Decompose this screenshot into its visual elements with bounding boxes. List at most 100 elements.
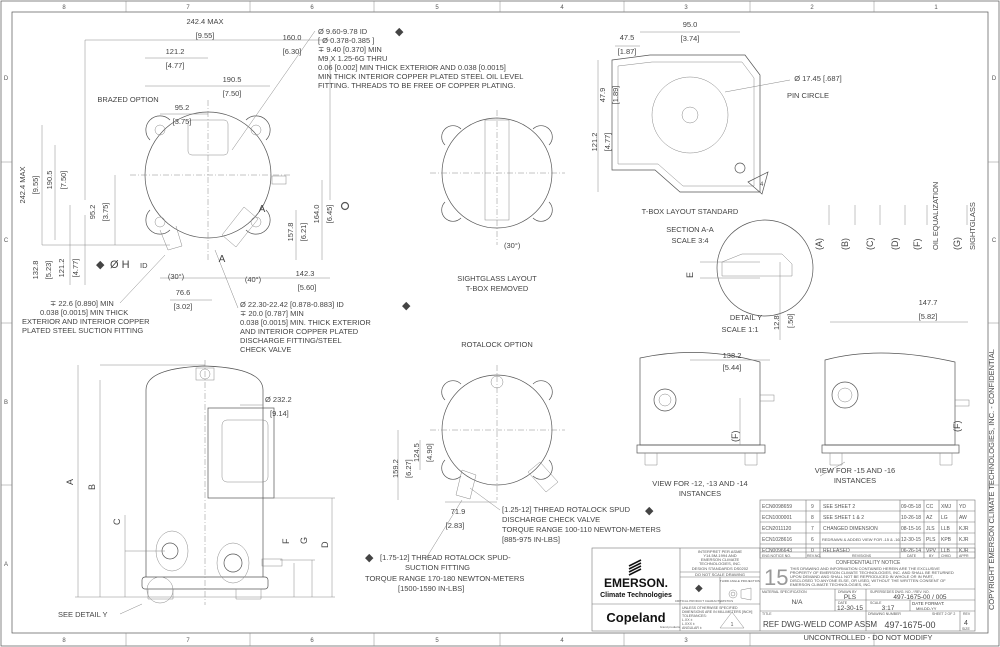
emerson-logo: EMERSON. Climate Technologies — [600, 559, 672, 599]
title-block: EMERSON. Climate Technologies Copeland b… — [591, 547, 976, 642]
dim-letter-f: (F) — [912, 239, 922, 251]
note-line: CHECK VALVE — [240, 345, 291, 354]
dimension: 121.2 — [57, 259, 66, 278]
confidentiality-line: DISCLOSED TO ANYONE ELSE, OR USED, WITHO… — [790, 578, 946, 583]
dim-letter-a: A — [65, 479, 75, 485]
date-format-label: DATE FORMAT: — [912, 601, 944, 606]
revision-date: 09-05-18 — [901, 504, 921, 510]
dimension: 142.3 — [296, 269, 315, 278]
dimension-inch: [3.75] — [101, 203, 110, 222]
view-label: INSTANCES — [679, 489, 721, 498]
zone-label: B — [4, 400, 8, 406]
dimension-inch: [4.77] — [603, 133, 612, 152]
dimension: 95.0 — [683, 20, 698, 29]
sightglass-label: SIGHTGLASS — [968, 202, 977, 250]
tbox-section-view: 95.0 [3.74] 47.5 [1.87] 47.9 [1.89] 121.… — [590, 20, 842, 245]
dim-letter-a: (A) — [814, 238, 824, 250]
dimension-inch: [6.27] — [404, 459, 413, 478]
zone-label: 4 — [560, 5, 564, 11]
dimension: 95.2 — [88, 205, 97, 220]
critical-diamond-icon: ◆ — [645, 505, 654, 517]
dim-letter-c: C — [112, 518, 122, 525]
dimension-inch: [7.50] — [59, 171, 68, 190]
rev-number: 6 — [811, 537, 814, 543]
view-title: T-BOX LAYOUT STANDARD — [642, 207, 739, 216]
revision-appr: KJR — [959, 537, 969, 543]
critical-circle-icon — [340, 201, 350, 211]
detail-dim-letter: E — [685, 272, 695, 278]
dimension: 47.5 — [620, 33, 635, 42]
ecn-number: ECN2011120 — [762, 526, 791, 532]
dimension-inch: [4.90] — [425, 443, 434, 462]
zone-label: 6 — [310, 638, 314, 644]
zone-label: C — [992, 238, 997, 244]
diameter-dim-inch: [9.14] — [270, 409, 289, 418]
emerson-subbrand: Climate Technologies — [600, 592, 672, 599]
confidentiality-line: EMERSON CLIMATE TECHNOLOGIES, INC. — [790, 582, 871, 587]
view-label: VIEW FOR -12, -13 AND -14 — [652, 479, 747, 488]
dim-letter-f: (F) — [730, 431, 740, 443]
revision-appr: KJR — [959, 526, 969, 532]
column-header: DATE — [907, 554, 917, 558]
revision-date: 10-26-18 — [901, 515, 921, 521]
zone-label: 6 — [310, 5, 314, 11]
column-header: BY — [929, 554, 934, 558]
rev-number: 0 — [811, 548, 814, 554]
no-scale-note: DO NOT SCALE DRAWING — [695, 572, 745, 577]
revision-date: 12-30-15 — [901, 537, 921, 543]
callout-triangle-icon — [747, 171, 769, 195]
zone-label: 5 — [435, 5, 439, 11]
column-header: REV.NO. — [807, 554, 821, 558]
note-line: Ø 22.30-22.42 [0.878-0.883] ID — [240, 300, 344, 309]
zone-label: D — [992, 76, 997, 82]
dimension-letter-legend: (A) (B) (C) (D) (F) OIL EQUALIZATION (G)… — [814, 182, 977, 250]
view-instances-12-14: 138.2 [5.44] (F) VIEW FOR -12, -13 AND -… — [636, 351, 775, 498]
detail-title: DETAIL Y — [730, 313, 762, 322]
copyright-notice: COPYRIGHT EMERSON CLIMATE TECHNOLOGIES, … — [987, 349, 996, 610]
angle-label: (30°) — [168, 272, 185, 281]
critical-diamond-icon: ◆ — [365, 552, 374, 564]
field-label: MATERIAL SPECIFICATION — [762, 590, 807, 594]
date-value: 12-30-15 — [837, 605, 863, 612]
revision-appr: YD — [959, 504, 966, 510]
dimension: 124.5 — [412, 443, 421, 462]
note-line: AND INTERIOR COPPER PLATED — [240, 327, 359, 336]
note-line: PLATED STEEL SUCTION FITTING — [22, 326, 143, 335]
material-value: N/A — [792, 599, 804, 606]
column-header: APPR — [959, 554, 969, 558]
tolerance-line: UNLESS OTHERWISE SPECIFIED — [682, 606, 738, 610]
revision-chkd: LLB — [941, 526, 951, 532]
tolerance-line: DIMENSIONS ARE IN MILLIMETERS [INCH] — [682, 610, 752, 614]
view-title: ROTALOCK OPTION — [461, 340, 533, 349]
side-elevation-view: Ø 232.2 [9.14] A B C D F G SEE DETAIL Y — [58, 360, 335, 619]
dimension: 121.2 — [166, 47, 185, 56]
zone-label: 8 — [62, 638, 66, 644]
dimension: 242.4 MAX — [186, 17, 223, 26]
pin-circle-dim: Ø 17.45 [.687] — [794, 74, 842, 83]
section-mark: A — [259, 204, 266, 215]
view-label: BRAZED OPTION — [97, 95, 158, 104]
diameter-dim: Ø 232.2 — [265, 395, 292, 404]
revision-by: PLS — [926, 537, 936, 543]
detail-y-view: E DETAIL Y SCALE 1:1 12.8 [.50] — [685, 219, 814, 340]
angle-label: (30°) — [504, 241, 521, 250]
ecn-number: ECN1028616 — [762, 537, 792, 543]
note-line: DISCHARGE FITTING/STEEL — [240, 336, 342, 345]
interpret-line: Y14.5M-1994 AND — [703, 553, 736, 558]
dimension: 138.2 — [723, 351, 742, 360]
dimension: 147.7 — [919, 298, 938, 307]
revision-by: JLS — [926, 526, 935, 532]
tolerance-line: L.XX ± — [682, 618, 693, 622]
rev-number: 8 — [811, 515, 814, 521]
revision-chkd: LG — [941, 515, 948, 521]
date-format-value: MM-DD-YY — [916, 606, 937, 611]
tolerance-line: L.XXX ± — [682, 622, 695, 626]
field-label: SCALE — [870, 601, 882, 605]
note-line: MIN THICK INTERIOR COPPER PLATED STEEL O… — [318, 72, 523, 81]
confidentiality-line: THIS DRAWING AND INFORMATION CONTAINED H… — [790, 566, 940, 571]
tolerance-callout: 1 — [731, 622, 734, 628]
dim-letter-g: G — [299, 537, 309, 544]
zone-label: D — [4, 76, 9, 82]
